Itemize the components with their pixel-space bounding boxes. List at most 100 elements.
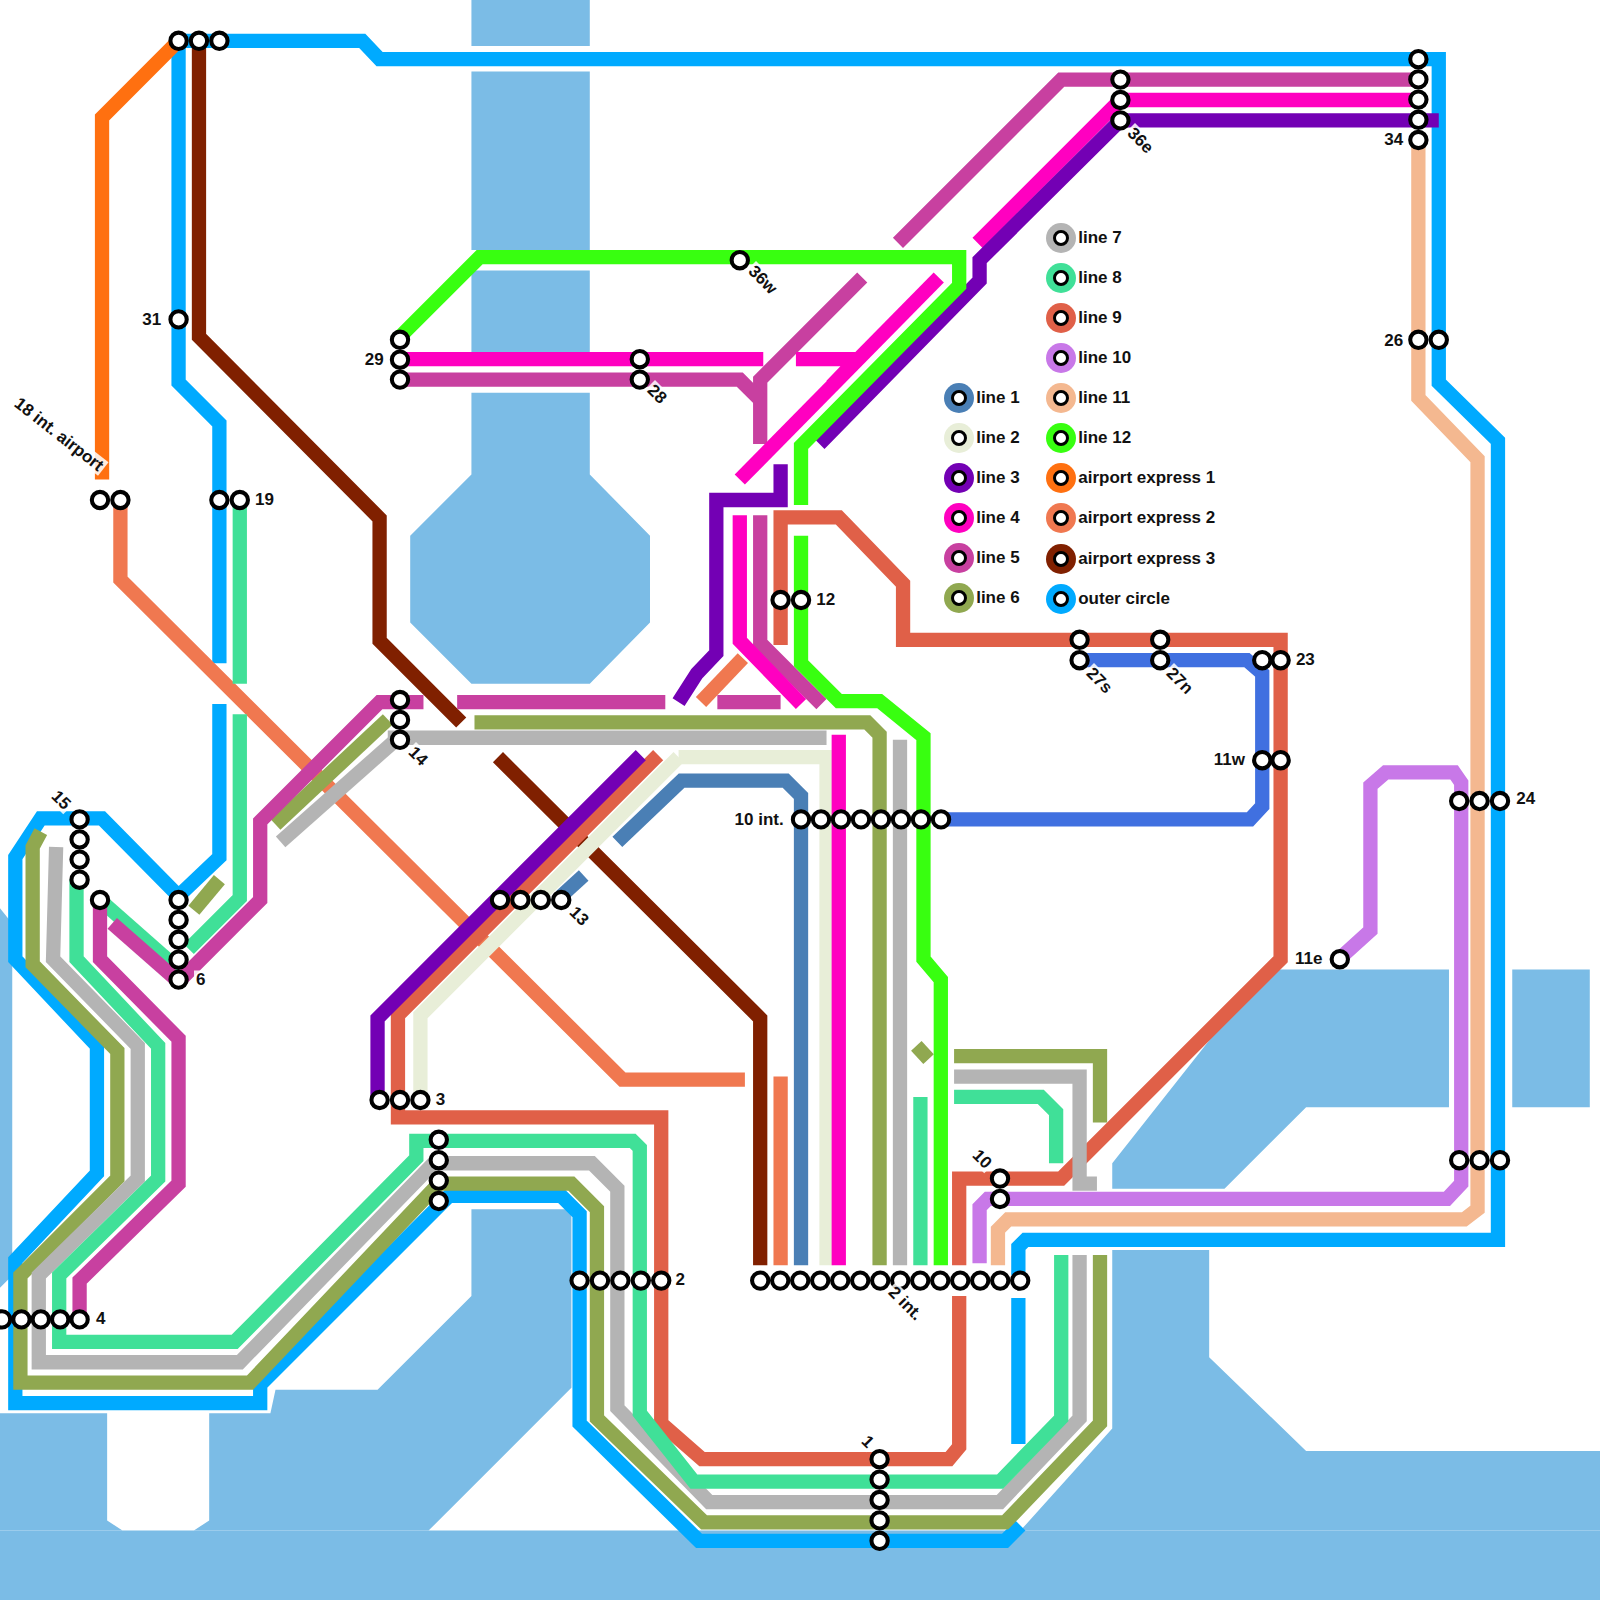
legend-station-mark — [951, 550, 967, 566]
legend-swatch — [1046, 223, 1076, 253]
station-label: 1 — [857, 1431, 879, 1453]
transit-line — [773, 1077, 787, 1266]
station-circle — [92, 492, 108, 508]
legend-text: line 7 — [1078, 229, 1121, 246]
station-circle — [13, 1311, 29, 1327]
station-circle — [972, 1272, 988, 1288]
legend-station-mark — [1053, 270, 1069, 286]
transit-line — [420, 757, 678, 1092]
station-circle — [170, 912, 186, 928]
legend-swatch — [944, 583, 974, 613]
legend-swatch — [1046, 503, 1076, 533]
legend-swatch — [944, 423, 974, 453]
station-circle — [1071, 652, 1087, 668]
station-circle — [852, 1272, 868, 1288]
water-area — [0, 908, 12, 1288]
legend-text: airport express 2 — [1078, 509, 1215, 526]
station-circle — [71, 851, 87, 867]
transit-line — [194, 880, 220, 911]
station-circle — [833, 811, 849, 827]
station-circle — [772, 592, 788, 608]
transit-line — [679, 464, 781, 702]
station-circle — [1451, 793, 1467, 809]
station-circle — [1332, 951, 1348, 967]
station-circle — [170, 311, 186, 327]
legend-text: outer circle — [1078, 590, 1170, 607]
station-circle — [71, 831, 87, 847]
station-circle — [431, 1132, 447, 1148]
legend-text: line 8 — [1078, 269, 1121, 286]
legend-station-mark — [1053, 390, 1069, 406]
legend-text: line 10 — [1078, 349, 1131, 366]
legend-swatch — [944, 503, 974, 533]
water-area — [471, 71, 589, 250]
station-circle — [1071, 632, 1087, 648]
station-circle — [932, 1272, 948, 1288]
station-circle — [170, 892, 186, 908]
station-circle — [232, 492, 248, 508]
station-circle — [33, 1311, 49, 1327]
station-circle — [872, 1272, 888, 1288]
transit-line — [796, 359, 857, 386]
station-label: 36w — [744, 261, 782, 299]
legend-station-mark — [1053, 230, 1069, 246]
legend-station-mark — [951, 510, 967, 526]
legend-swatch — [944, 463, 974, 493]
station-label: 15 — [47, 786, 75, 814]
station-circle — [1431, 332, 1447, 348]
station-circle — [913, 811, 929, 827]
station-circle — [71, 1311, 87, 1327]
water-area — [410, 393, 650, 684]
station-circle — [431, 1193, 447, 1209]
station-circle — [1152, 652, 1168, 668]
station-circle — [1112, 71, 1128, 87]
transit-line — [400, 352, 763, 366]
transit-line — [233, 505, 247, 684]
station-circle — [1410, 332, 1426, 348]
transit-line — [388, 731, 827, 745]
legend-text: line 1 — [976, 389, 1019, 406]
station-circle — [1152, 632, 1168, 648]
station-circle — [71, 872, 87, 888]
station-circle — [732, 252, 748, 268]
legend-station-mark — [1053, 310, 1069, 326]
transit-line — [102, 41, 179, 480]
station-circle — [71, 811, 87, 827]
station-label: 10 — [968, 1145, 996, 1173]
station-circle — [431, 1152, 447, 1168]
transit-line — [740, 515, 801, 704]
station-label: 31 — [140, 311, 163, 328]
water-area — [1020, 1250, 1600, 1531]
station-label: 11e — [1293, 950, 1324, 967]
station-circle — [992, 1191, 1008, 1207]
legend-swatch — [1046, 423, 1076, 453]
station-circle — [1451, 1152, 1467, 1168]
transit-line — [457, 695, 665, 709]
station-circle — [632, 351, 648, 367]
station-label: 24 — [1514, 789, 1537, 806]
legend-station-mark — [1053, 551, 1069, 567]
legend-station-mark — [1053, 591, 1069, 607]
transit-line — [954, 1077, 1097, 1184]
transit-line — [740, 278, 939, 480]
water-area — [471, 270, 589, 352]
legend-station-mark — [1053, 470, 1069, 486]
transit-line — [998, 138, 1478, 1266]
station-label: 2 — [673, 1270, 686, 1287]
station-circle — [592, 1272, 608, 1288]
station-circle — [431, 1172, 447, 1188]
station-circle — [533, 892, 549, 908]
station-label: 23 — [1294, 651, 1317, 668]
transit-line — [179, 41, 1498, 1276]
transit-line — [400, 380, 760, 400]
transit-line — [15, 704, 1020, 1541]
transit-line — [898, 80, 1418, 243]
station-circle — [632, 371, 648, 387]
legend-station-mark — [951, 430, 967, 446]
station-circle — [893, 811, 909, 827]
station-circle — [392, 352, 408, 368]
legend-text: line 12 — [1078, 429, 1131, 446]
station-circle — [933, 811, 949, 827]
transit-line — [819, 120, 1438, 443]
station-circle — [612, 1272, 628, 1288]
